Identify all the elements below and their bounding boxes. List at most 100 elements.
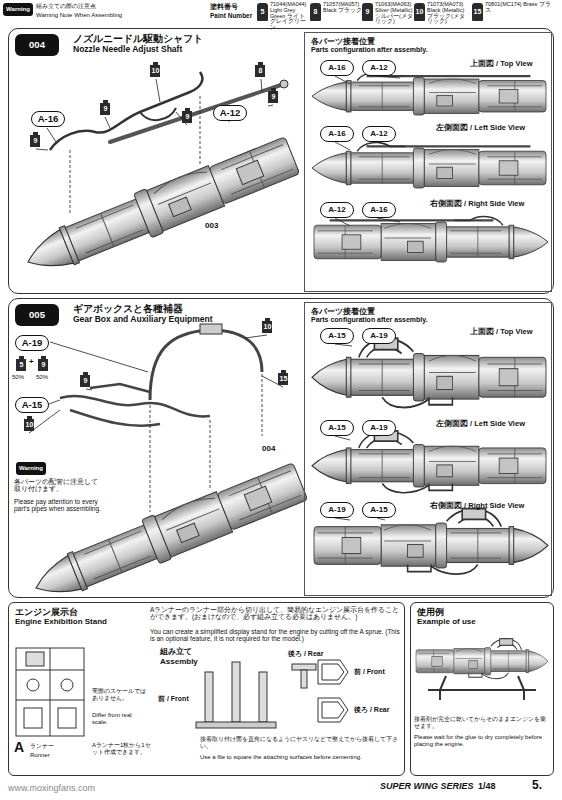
note-text: Aランナー1枚から1セット作成できます。 [92,742,152,755]
part-callout: A-15 [320,328,354,344]
part-callout: A-15 [362,502,396,518]
node-heading: 005 [29,310,45,321]
step-number: 005 [15,304,59,326]
node-heading: A-15 [370,505,387,514]
part-callout: A-15 [15,397,49,413]
step-number: 004 [15,34,59,56]
paint-number: 8 [310,8,321,16]
note-text: ランナー [30,743,54,750]
part-callout: A-19 [15,335,49,351]
heading-label: 左側面図 / Left Side View [436,124,525,132]
paint-name: 71057(MA057) Black ブラック [323,2,363,14]
note-panel: 使用例Example of use [410,602,554,776]
heading-label: + [29,358,34,367]
section-panel: ギアボックスと各種補器Gear Box and Auxiliary Equipm… [8,298,554,598]
paint-number: 10 [24,421,35,429]
paint-number: 9 [80,377,91,385]
paint-number: 9 [268,93,279,101]
view-panel: 各パーツ接着位置Parts configuration after assemb… [304,32,552,292]
paint-bottle [16,62,288,431]
heading-label: 組み立て [160,648,192,657]
node-heading: A-16 [38,114,59,125]
node-heading: A-19 [328,505,345,514]
note-text: You can create a simplified display stan… [150,628,400,642]
part-callout: A-12 [362,126,396,142]
paint-number: 10 [262,323,273,331]
paint-number: 5 [16,361,27,369]
part-callout: A-19 [362,420,396,436]
heading-label: Paint Number [210,12,252,19]
node-heading: 各パーツ接着位置 [311,307,545,316]
paint-number: 9 [182,113,193,121]
heading-label: A [14,740,24,755]
paint-number: 9 [38,361,49,369]
note-text: 組み立ての際の注意点 [36,3,96,10]
warning-text: Warning [16,465,46,472]
node-heading: A-12 [328,205,345,214]
heading-label: 右側面図 / Right Side View [430,200,524,208]
heading-label: 塗料番号 [210,3,238,10]
part-drawing [50,72,288,426]
paint-number: 10 [414,8,425,16]
heading-label: 上面図 / Top View [470,328,532,336]
node-heading: A-19 [22,338,43,349]
part-callout: A-19 [320,502,354,518]
view-panel: 各パーツ接着位置Parts configuration after assemb… [304,302,552,596]
paint-number: 10 [150,67,161,75]
paint-name: 71044(MA044) Light Grey Green ライトグレイグリーン [270,2,310,31]
paint-number: 9 [100,105,111,113]
part-callout: A-12 [213,105,247,121]
node-heading: 004 [29,40,45,51]
paint-number: 8 [255,67,266,75]
note-text: 50% [36,374,48,381]
heading-label: Assembly [160,658,198,667]
note-text: Differ from real scale. [92,712,148,725]
part-callout: A-19 [362,328,396,344]
part-callout: A-16 [31,111,65,127]
node-heading: A-15 [328,331,345,340]
series-name: SUPER WING SERIES [380,782,474,792]
part-callout: A-12 [362,60,396,76]
node-heading: A-19 [370,423,387,432]
note-text: Aランナーのランナー部分から切り出して、簡易的なエンジン展示台を作ることができま… [150,606,400,620]
warning-text: Warning [3,6,33,13]
node-heading: A-19 [370,331,387,340]
paint-number: 15 [472,8,483,16]
paint-number: 9 [30,137,41,145]
heading-label: 5. [532,779,542,792]
node-heading: A-15 [22,400,43,411]
heading-label: 後ろ / Rear [288,650,323,658]
heading-label: 上面図 / Top View [470,60,532,68]
part-callout: A-12 [320,202,354,218]
heading-label: 前 / Front [158,695,189,703]
note-text: Use a file to square the attaching surfa… [200,754,400,761]
node-subheading: Parts configuration after assembly. [311,46,545,54]
engine-drawing [19,72,548,678]
node-heading: A-12 [220,108,241,119]
watermark: www.moxingfans.com [8,784,95,794]
node-heading: A-12 [370,63,387,72]
note-text: 各パーツの配管に注意して取り付けます。 [14,478,104,492]
node-heading: A-12 [370,129,387,138]
heading-label: 左側面図 / Left Side View [436,420,525,428]
note-text: 接着剤が完全に乾いてからそのままエンジンを乗せます。 [414,716,550,729]
paint-name: 71063(MA063) Silver (Metallic) シルバー(メタリッ… [375,2,415,25]
node-heading: 各パーツ接着位置 [311,37,545,46]
paint-name: 70801(MC174) Brass ブラス [485,2,555,14]
part-callout: A-15 [320,420,354,436]
node-heading: A-16 [370,205,387,214]
note-text: Warning Note When Assembling [36,12,122,19]
node-heading: A-16 [328,63,345,72]
heading-label: 004 [262,445,275,454]
paint-number: 9 [362,8,373,16]
warning-icon [16,462,46,475]
note-text: Please pay attention to every part's pip… [14,498,104,512]
node-heading: A-16 [328,129,345,138]
node-heading: 使用例 [417,607,547,617]
heading-label: 後ろ / Rear [354,706,389,714]
paint-number: 15 [278,375,289,383]
paint-name: 71073(MA073) Black (Metallic) ブラック(メタリック… [427,2,467,25]
heading-label: 前 / Front [354,668,385,676]
note-text: 接着取り付け面を直角になるようにヤスリなどで整えてから接着して下さい。 [200,736,400,749]
